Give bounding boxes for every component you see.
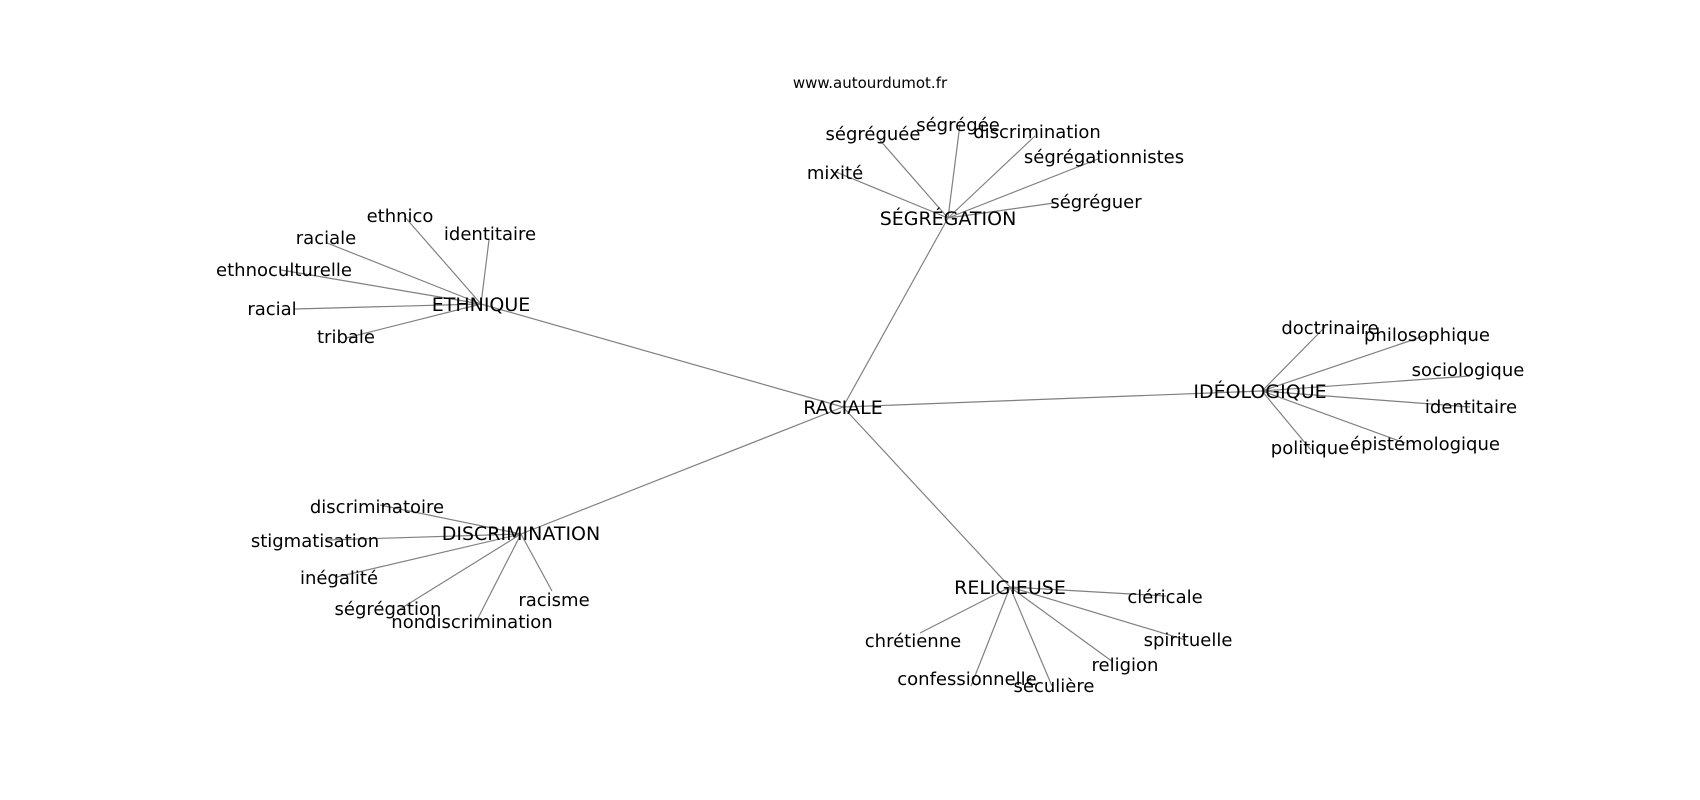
edge-hub-0-leaf-2 [947,135,1036,219]
edge-hub-2-leaf-3 [1261,390,1471,408]
edge-hub-3-leaf-4 [396,533,522,612]
leaf-word[interactable]: identitaire [1425,397,1517,418]
edge-hub-3-leaf-5 [475,533,522,623]
edge-hub-1-leaf-0 [403,215,482,305]
edge-hub-4-leaf-5 [919,586,1011,634]
edge-hub-2-leaf-5 [1261,390,1406,444]
leaf-word[interactable]: sociologique [1412,360,1525,381]
edge-root-hub-2 [842,390,1263,408]
leaf-word[interactable]: nondiscrimination [391,612,552,633]
leaf-word[interactable]: doctrinaire [1281,318,1378,339]
leaf-word[interactable]: racial [247,299,296,320]
leaf-word[interactable]: spirituelle [1144,630,1233,651]
leaf-word[interactable]: confessionnelle [897,669,1036,690]
edge-hub-0-leaf-3 [947,158,1099,219]
edge-root-hub-4 [842,406,1011,588]
edge-hub-3-leaf-1 [326,533,522,541]
leaf-word[interactable]: ségrégationnistes [1024,147,1184,168]
edge-hub-4-leaf-4 [970,586,1011,687]
edge-hub-2-leaf-1 [1261,334,1428,392]
leaf-word[interactable]: discrimination [973,122,1101,143]
leaf-word[interactable]: ségrégation [335,599,442,620]
edge-root-hub-0 [842,217,949,408]
leaf-word[interactable]: cléricale [1127,587,1202,608]
edge-hub-0-leaf-4 [835,171,949,219]
leaf-word[interactable]: religion [1092,655,1159,676]
edge-hub-4-leaf-1 [1009,586,1187,641]
leaf-word[interactable]: politique [1271,438,1349,459]
edge-hub-3-leaf-3 [520,533,553,592]
leaf-word[interactable]: ségréguée [826,124,921,145]
graph-edges [280,123,1471,687]
edge-hub-3-leaf-0 [379,504,522,535]
leaf-word[interactable]: mixité [807,163,863,184]
leaf-word[interactable]: stigmatisation [251,531,379,552]
edge-hub-4-leaf-2 [1009,586,1114,663]
leaf-word[interactable]: raciale [296,228,356,249]
leaf-word[interactable]: séculière [1014,676,1095,697]
leaf-word[interactable]: inégalité [300,568,378,589]
edge-hub-1-leaf-1 [326,242,482,305]
leaf-word[interactable]: tribale [317,327,375,348]
hub-word[interactable]: RELIGIEUSE [954,577,1066,599]
graph-labels: www.autourdumot.fr RACIALE ségrégéeségré… [216,74,1524,697]
leaf-word[interactable]: identitaire [444,224,536,245]
leaf-word[interactable]: ségrégée [916,115,1000,136]
edge-hub-2-leaf-2 [1261,375,1471,392]
edge-hub-0-leaf-1 [877,137,949,219]
leaf-word[interactable]: ethnico [367,206,434,227]
edge-root-hub-1 [480,303,844,408]
edge-hub-1-leaf-2 [480,239,490,305]
hub-word[interactable]: IDÉOLOGIQUE [1193,380,1326,403]
edge-hub-3-leaf-2 [336,533,522,578]
edge-hub-1-leaf-3 [280,269,482,305]
leaf-word[interactable]: racisme [518,590,589,611]
edge-hub-4-leaf-3 [1009,586,1053,687]
leaf-word[interactable]: discriminatoire [310,497,444,518]
hub-word[interactable]: DISCRIMINATION [442,523,600,545]
hub-word[interactable]: ETHNIQUE [432,294,531,316]
edge-hub-4-leaf-0 [1009,586,1167,597]
edge-hub-0-leaf-5 [947,202,1055,219]
edge-root-hub-3 [520,406,844,535]
leaf-word[interactable]: ethnoculturelle [216,260,352,281]
edge-hub-0-leaf-0 [947,123,961,219]
leaf-word[interactable]: chrétienne [865,631,961,652]
edge-hub-2-leaf-0 [1261,326,1326,392]
leaf-word[interactable]: ségréguer [1050,192,1142,213]
leaf-word[interactable]: philosophique [1364,325,1490,346]
hub-word[interactable]: SÉGRÉGATION [880,207,1017,230]
source-url[interactable]: www.autourdumot.fr [793,74,948,92]
edge-hub-1-leaf-4 [294,303,482,310]
leaf-word[interactable]: épistémologique [1350,434,1500,455]
root-word[interactable]: RACIALE [803,397,883,419]
edge-hub-1-leaf-5 [345,303,482,339]
edge-hub-2-leaf-4 [1261,390,1312,451]
